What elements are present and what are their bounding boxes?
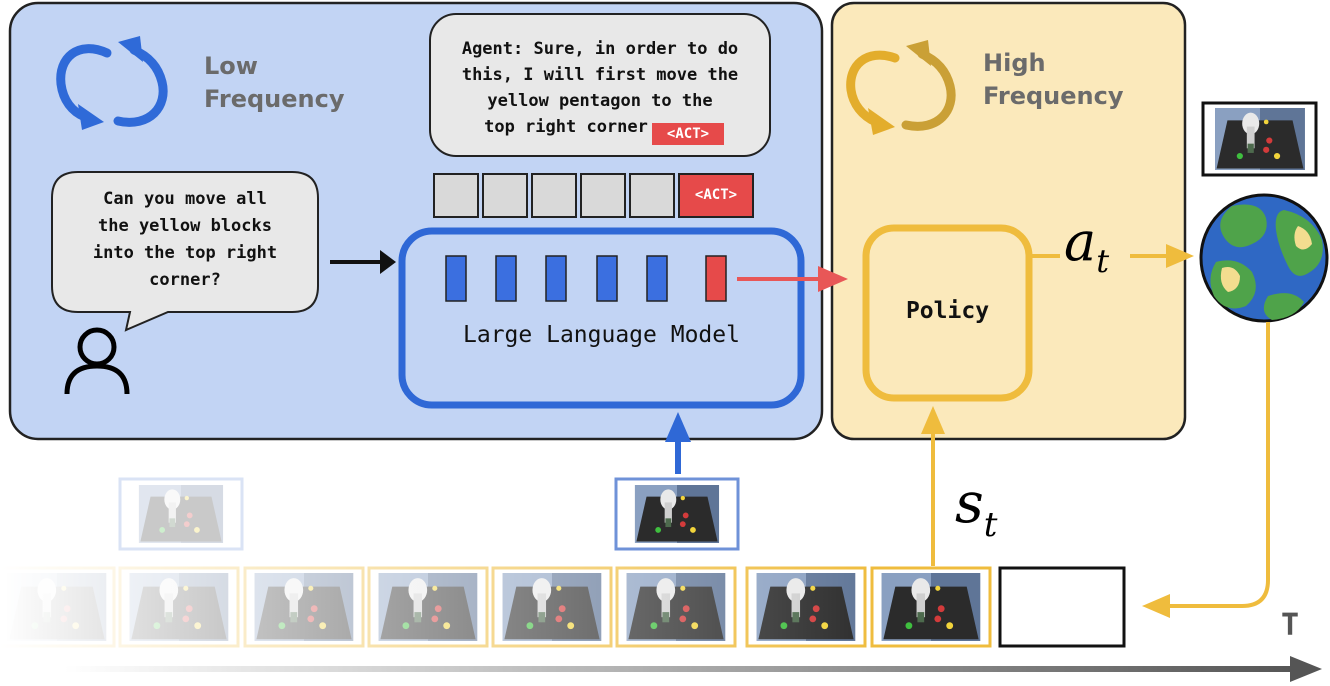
user-message-line: Can you move all bbox=[103, 189, 267, 209]
high-frequency-line2: Frequency bbox=[983, 82, 1124, 110]
llm-token bbox=[596, 255, 618, 302]
high-frequency-cycle-icon bbox=[846, 40, 956, 135]
time-axis-arrowhead bbox=[1290, 656, 1322, 682]
state-symbol-sub: t bbox=[983, 505, 998, 545]
low-frequency-line1: Low bbox=[204, 52, 258, 80]
robot-scene-icon bbox=[1215, 108, 1305, 170]
agent-act-tag: <ACT> bbox=[666, 126, 710, 142]
user-speech-bubble bbox=[51, 171, 319, 332]
token-row bbox=[433, 173, 754, 218]
output-token bbox=[531, 173, 577, 218]
output-token bbox=[482, 173, 528, 218]
llm-input-tokens bbox=[445, 255, 727, 302]
agent-act-tag-bg bbox=[652, 123, 724, 145]
observation-to-llm-arrowhead bbox=[665, 412, 691, 442]
llm-keyframe-current bbox=[614, 477, 740, 551]
action-symbol: at bbox=[1064, 210, 1110, 281]
high-frequency-label: High Frequency bbox=[983, 47, 1123, 113]
low-frequency-cycle-icon bbox=[56, 36, 168, 130]
user-message: Can you move all the yellow blocks into … bbox=[56, 186, 314, 294]
next-frame-placeholder bbox=[998, 566, 1126, 648]
llm-label: Large Language Model bbox=[463, 322, 740, 348]
user-to-llm-arrowhead bbox=[380, 250, 396, 274]
llm-token bbox=[545, 255, 567, 302]
user-message-line: corner? bbox=[149, 270, 221, 290]
llm-token bbox=[495, 255, 517, 302]
agent-message-line: this, I will first move the bbox=[461, 65, 739, 85]
agent-message: Agent: Sure, in order to do this, I will… bbox=[434, 36, 766, 140]
output-token bbox=[433, 173, 479, 218]
state-arrowhead bbox=[921, 406, 945, 434]
policy-label: Policy bbox=[905, 298, 990, 324]
agent-message-line-last: top right corner bbox=[400, 114, 732, 140]
llm-token bbox=[646, 255, 668, 302]
timeline-fade-overlay bbox=[0, 564, 880, 650]
act-token bbox=[678, 173, 754, 218]
action-symbol-sub: t bbox=[1096, 242, 1110, 280]
agent-message-line: top right corner bbox=[484, 117, 648, 137]
user-message-line: the yellow blocks bbox=[98, 216, 272, 236]
low-frequency-label: Low Frequency bbox=[204, 50, 344, 116]
time-axis-label: T bbox=[1281, 608, 1300, 643]
state-symbol: st bbox=[955, 471, 997, 546]
output-token bbox=[580, 173, 626, 218]
environment-return-arrowhead bbox=[1142, 594, 1170, 618]
llm-token bbox=[445, 255, 467, 302]
timeline-frame-current bbox=[870, 566, 992, 648]
llm-keyframe-previous bbox=[118, 477, 244, 551]
user-icon bbox=[64, 327, 130, 395]
llm-act-token bbox=[705, 255, 727, 302]
llm-to-policy-arrowhead bbox=[818, 266, 848, 292]
agent-message-line: yellow pentagon to the bbox=[487, 91, 713, 111]
action-symbol-base: a bbox=[1064, 210, 1097, 273]
user-message-line: into the top right bbox=[92, 243, 278, 263]
action-arrowhead bbox=[1166, 244, 1194, 268]
agent-speech-bubble bbox=[429, 13, 771, 157]
low-frequency-line2: Frequency bbox=[204, 85, 345, 113]
high-frequency-line1: High bbox=[983, 49, 1046, 77]
output-token bbox=[629, 173, 675, 218]
environment-return-arrow bbox=[1168, 322, 1270, 608]
agent-message-line: Agent: Sure, in order to do bbox=[461, 39, 739, 59]
state-symbol-base: s bbox=[955, 471, 984, 536]
time-axis-line bbox=[64, 666, 1300, 672]
policy-box bbox=[862, 224, 1033, 402]
globe-icon bbox=[1199, 193, 1329, 323]
act-token-label: <ACT> bbox=[694, 187, 738, 203]
